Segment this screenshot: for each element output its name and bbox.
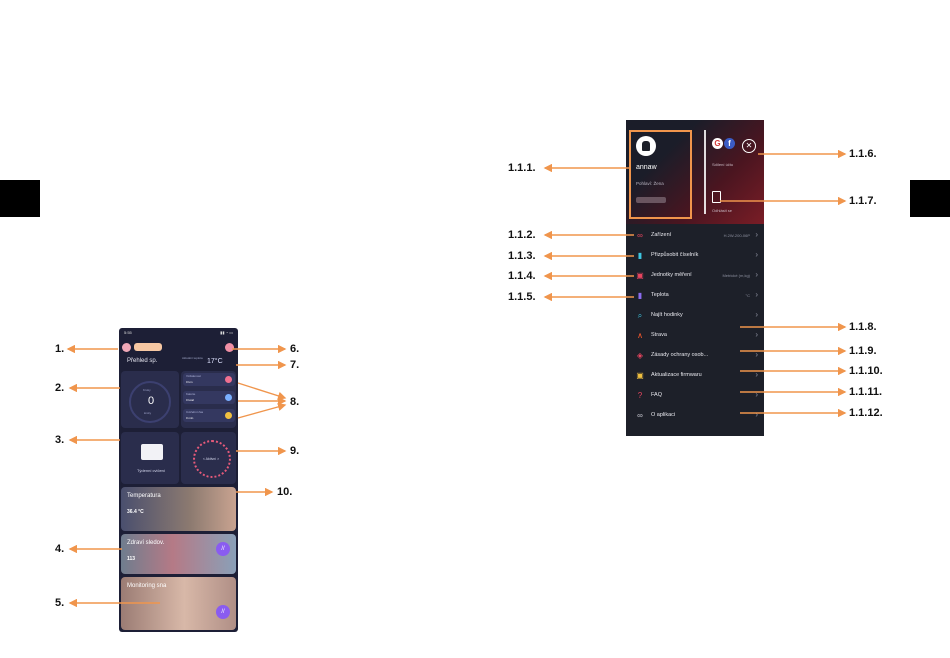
activity-label: < Aktivní > [202,457,220,461]
calendar-icon [141,444,163,460]
steps-label: Kroky [143,388,151,392]
profile-gender: Pohlaví: Žena [636,181,664,186]
home-screen: 5:55 ▮▮ ◔ ▭ Přehled sp. Aktuální teplota… [119,328,238,632]
chevron-right-icon: › [755,370,758,379]
strava-icon: ∧ [637,331,643,340]
profile-highlight-box [629,130,692,219]
activity-dial [193,440,231,478]
callout-label: 7. [290,359,300,371]
logout-icon[interactable] [712,191,721,203]
update-icon: ▣ [636,371,644,380]
social-label: Sdílení účtu [712,162,734,167]
chevron-right-icon: › [755,310,758,319]
calories-icon [225,394,232,401]
callout-label: 6. [290,343,300,355]
callout-label: 1.1.5. [508,291,536,303]
sleep-card[interactable]: Monitoring sna // [121,577,236,630]
search-icon: ⌕ [637,311,643,320]
weather-label: Aktuální teplota [182,356,203,360]
facebook-icon[interactable]: f [724,138,735,149]
menu-item-watchface[interactable]: ▮ Přizpůsobit číselník › [637,250,758,260]
callout-label: 8. [290,396,300,408]
shield-icon: ◈ [636,351,644,360]
profile-avatar[interactable] [636,136,656,156]
menu-item-find-watch[interactable]: ⌕ Najít hodinky › [637,310,758,320]
metric-calories[interactable]: Kalorie 0 kcal [183,391,235,404]
health-card[interactable]: Zdraví sledov. 113 // [121,534,236,574]
ruler-icon: ▣ [636,271,644,280]
share-icon[interactable] [225,343,234,352]
temperature-card[interactable]: Temperatura 36.4 °C [121,487,236,531]
health-action-icon[interactable]: // [216,542,230,556]
callout-label: 1. [55,343,65,355]
profile-username: annaw [636,164,657,171]
callout-label: 1.1.1. [508,162,536,174]
steps-card[interactable]: Kroky 0 kroky [121,371,179,428]
chevron-right-icon: › [755,350,758,359]
username-blurred [134,343,162,351]
page-tab-right [910,180,950,217]
menu-item-firmware[interactable]: ▣ Aktualizace firmwaru › [636,370,758,380]
sleep-action-icon[interactable]: // [216,605,230,619]
callout-label: 4. [55,543,65,555]
chevron-right-icon: › [755,270,758,279]
avatar[interactable] [122,343,131,352]
page-title: Přehled sp. [127,358,158,364]
metrics-card[interactable]: Vzdálenost 0 km Kalorie 0 kcal Cvičební … [181,371,236,428]
menu-item-device[interactable]: ∞ Zařízení H.2W-200-06P › [637,230,758,240]
link-icon: ∞ [637,231,643,240]
callout-label: 2. [55,382,65,394]
callout-label: 3. [55,434,65,446]
callout-label: 5. [55,597,65,609]
callout-label: 1.1.8. [849,321,877,333]
activity-dial-card[interactable]: < Aktivní > [181,432,236,484]
chevron-right-icon: › [755,250,758,259]
question-icon: ? [637,391,643,400]
chevron-right-icon: › [755,390,758,399]
menu-item-about[interactable]: ∞ O aplikaci › [637,410,758,420]
workout-card[interactable]: Týdenní cvičení [121,432,179,484]
thermometer-icon: ▮ [637,291,643,300]
callout-label: 1.1.4. [508,270,536,282]
logout-label: Odhlásit se [712,208,733,213]
page-tab-left [0,180,40,217]
chevron-right-icon: › [755,230,758,239]
watch-icon: ▮ [637,251,643,260]
status-icons: ▮▮ ◔ ▭ [220,330,233,335]
chevron-right-icon: › [755,410,758,419]
callout-label: 9. [290,445,300,457]
callout-label: 1.1.10. [849,365,883,377]
steps-ring [129,381,171,423]
callout-label: 1.1.2. [508,229,536,241]
callout-label: 1.1.12. [849,407,883,419]
distance-icon [225,376,232,383]
menu-item-faq[interactable]: ? FAQ › [637,390,758,400]
callout-label: 1.1.11. [849,386,883,398]
metric-exercise[interactable]: Cvičební čas 0 min [183,409,235,422]
infinity-icon: ∞ [637,411,643,420]
settings-menu: annaw Pohlaví: Žena G f Sdílení účtu ✕ O… [626,120,764,436]
steps-unit: kroky [144,411,152,415]
menu-item-units[interactable]: ▣ Jednotky měření Metrické (m,kg) › [636,270,758,280]
callout-label: 1.1.9. [849,345,877,357]
chevron-right-icon: › [755,330,758,339]
google-icon[interactable]: G [712,138,723,149]
callout-label: 1.1.3. [508,250,536,262]
profile-blurred-info [636,197,666,203]
steps-value: 0 [147,395,155,407]
close-icon[interactable]: ✕ [742,139,756,153]
callout-label: 1.1.6. [849,148,877,160]
callout-label: 1.1.7. [849,195,877,207]
callout-label: 10. [277,486,293,498]
metric-distance[interactable]: Vzdálenost 0 km [183,373,235,386]
menu-item-privacy[interactable]: ◈ Zásady ochrany osob... › [636,350,758,360]
chevron-right-icon: › [755,290,758,299]
exercise-icon [225,412,232,419]
divider [704,130,706,214]
menu-item-temperature[interactable]: ▮ Teplota °C › [637,290,758,300]
weather-value: 17°C [207,358,223,365]
status-time: 5:55 [124,330,132,335]
menu-item-strava[interactable]: ∧ Strava › [637,330,758,340]
workout-label: Týdenní cvičení [136,468,165,473]
